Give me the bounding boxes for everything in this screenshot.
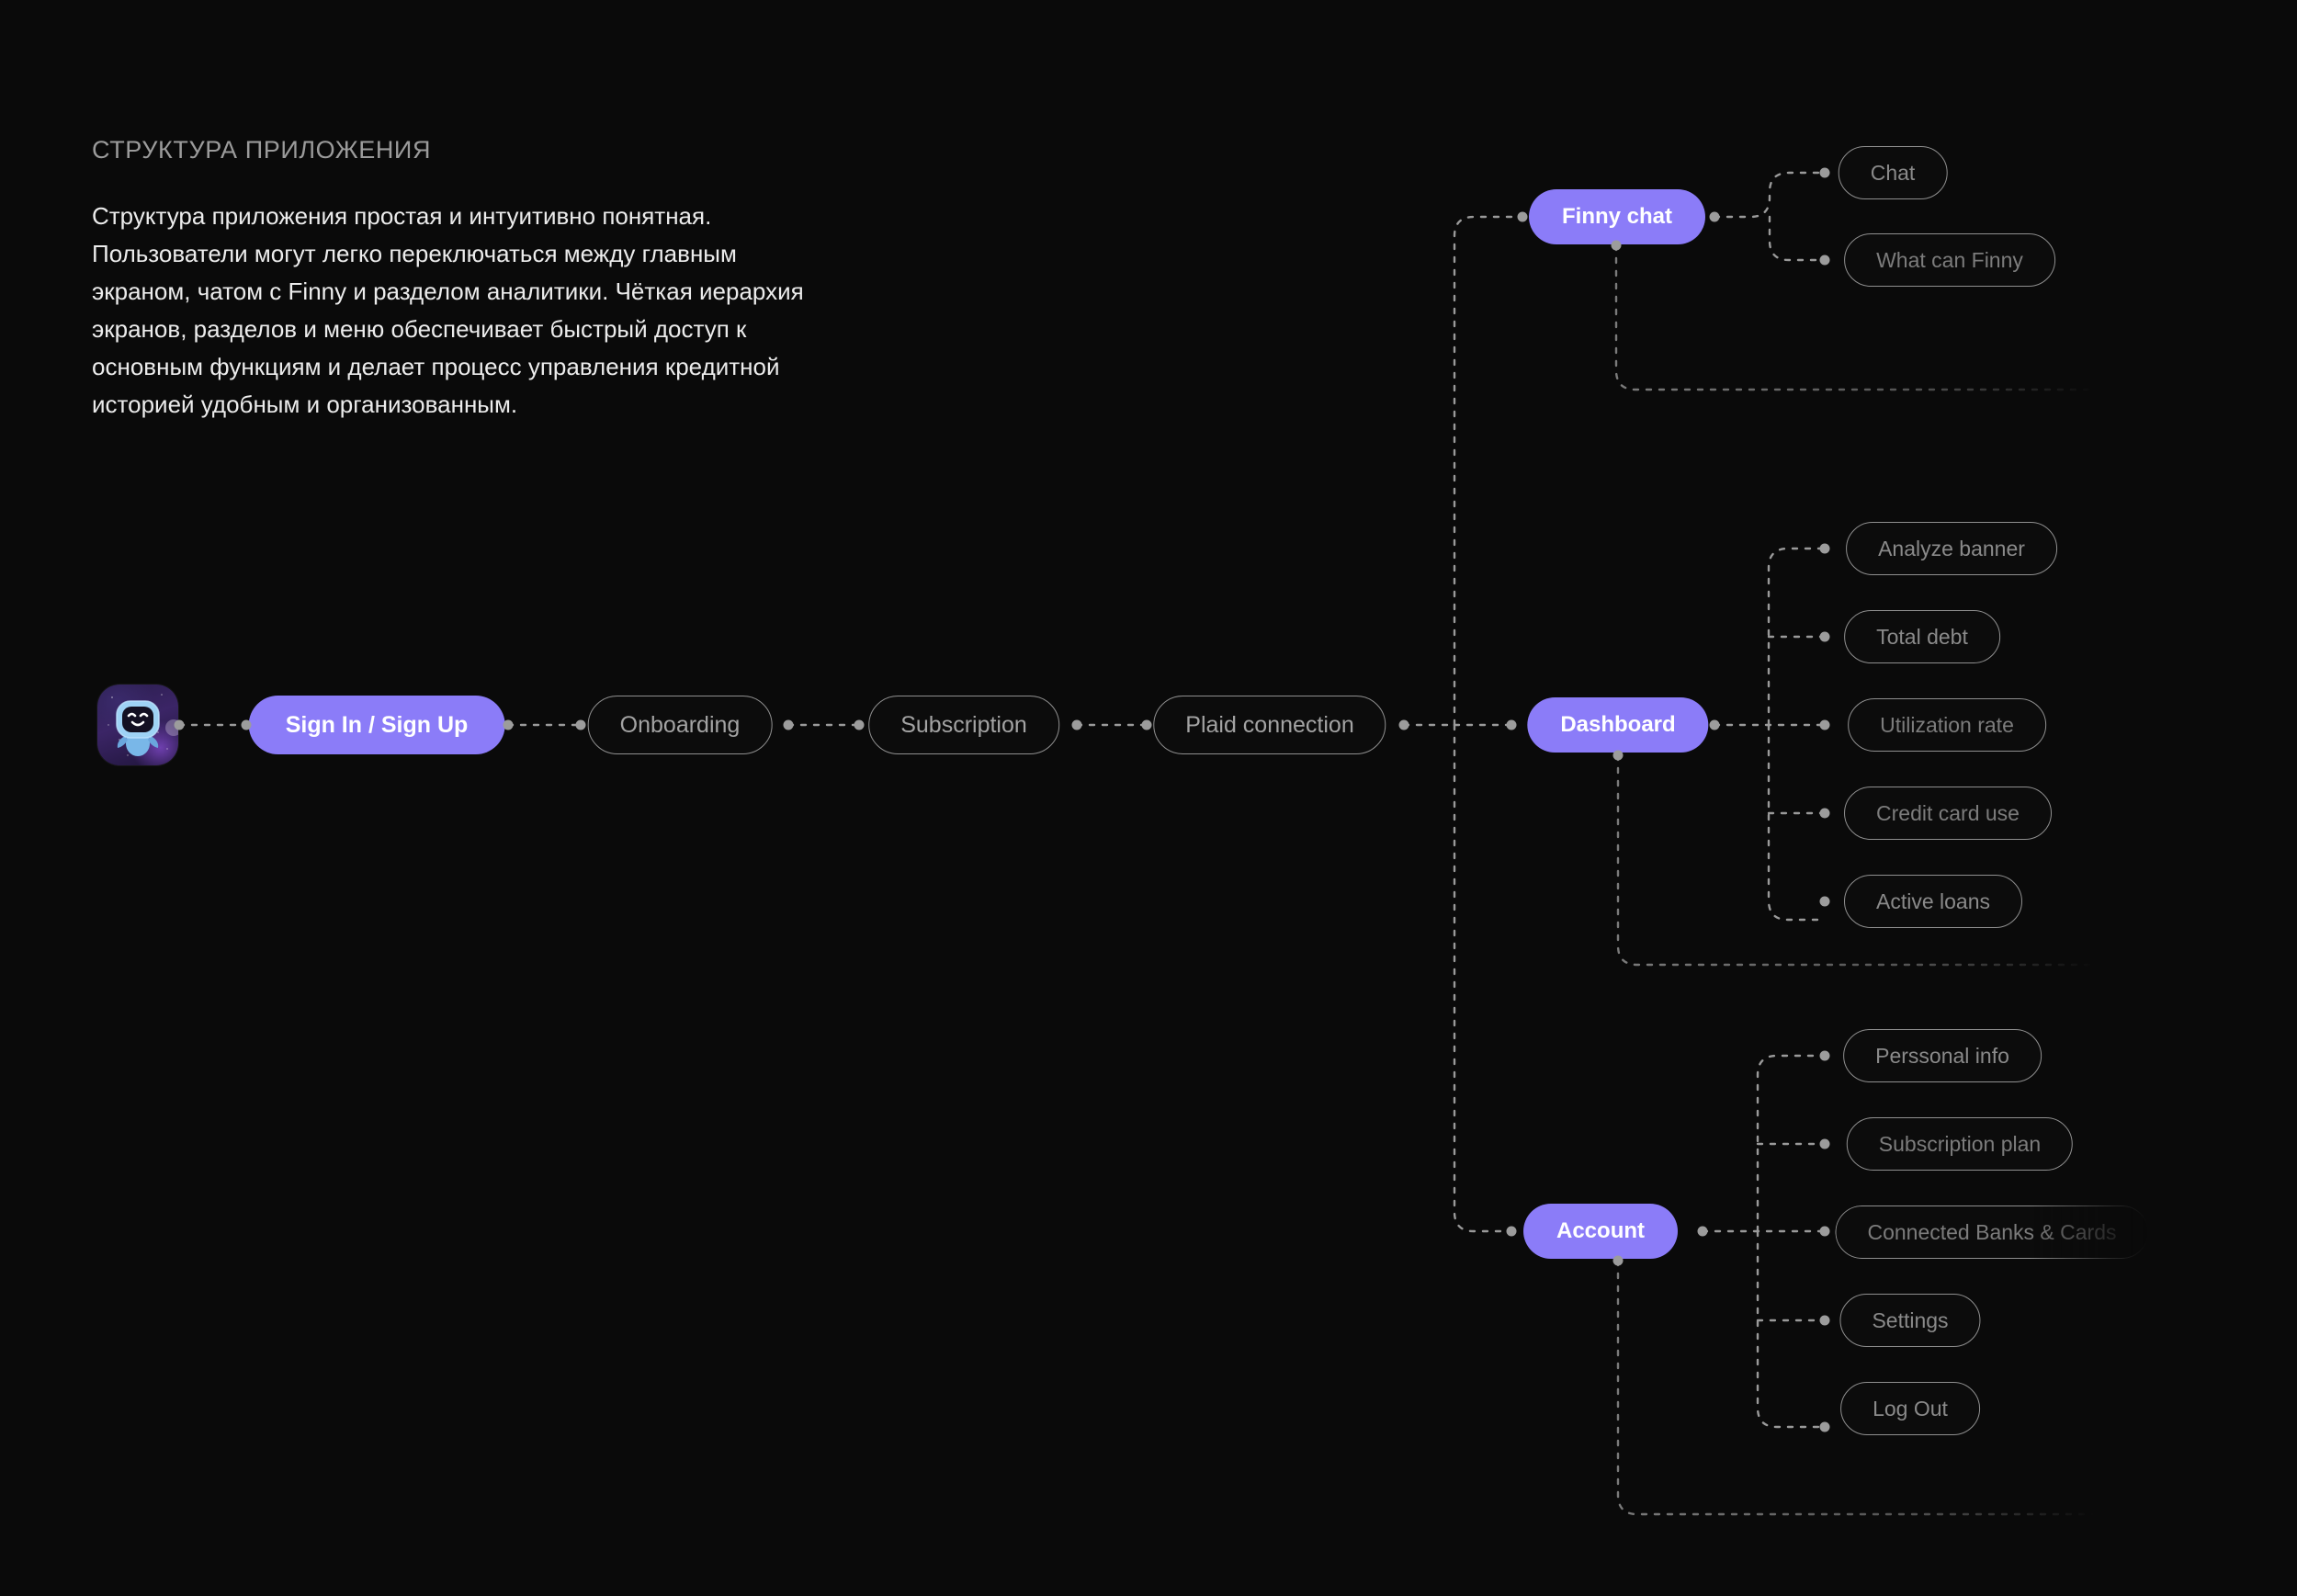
intro-paragraph: Структура приложения простая и интуитивн… xyxy=(92,202,804,418)
connector-dot xyxy=(1819,1138,1830,1149)
connector-dot xyxy=(1612,1255,1624,1266)
page-title: СТРУКТУРА ПРИЛОЖЕНИЯ xyxy=(92,136,432,164)
leaf-node-active-loans[interactable]: Active loans xyxy=(1843,875,2023,928)
connector-dot xyxy=(575,719,586,730)
connector-dot xyxy=(1819,1226,1830,1237)
leaf-node-connected-banks-cards[interactable]: Connected Banks & Cards xyxy=(1835,1205,2149,1259)
wire-dashboard-trunk-up xyxy=(1767,547,1827,727)
connector-dot xyxy=(1506,719,1517,730)
connector-dot xyxy=(1819,808,1830,819)
wire-finny-to-chat xyxy=(1713,171,1827,219)
leaf-node-what-can-finny[interactable]: What can Finny xyxy=(1844,233,2055,287)
leaf-node-perssonal-info[interactable]: Perssonal info xyxy=(1843,1029,2042,1082)
wire-trunk-to-finny xyxy=(1453,215,1524,727)
connector-dot xyxy=(503,719,514,730)
connector-dot xyxy=(1611,240,1622,251)
finny-app-icon[interactable] xyxy=(97,685,178,765)
leaf-node-analyze-banner[interactable]: Analyze banner xyxy=(1846,522,2057,575)
connector-dot xyxy=(1398,719,1409,730)
leaf-node-log-out[interactable]: Log Out xyxy=(1840,1382,1980,1435)
connector-dot xyxy=(1819,1315,1830,1326)
leaf-node-total-debt[interactable]: Total debt xyxy=(1844,610,2000,663)
connector-dot xyxy=(1141,719,1152,730)
connector-dot xyxy=(1819,1050,1830,1061)
connector-dot xyxy=(1612,750,1624,761)
connector-dot xyxy=(1071,719,1082,730)
connector-dot xyxy=(854,719,865,730)
leaf-node-settings[interactable]: Settings xyxy=(1839,1294,1981,1347)
wire-dashboard-trunk-down xyxy=(1767,723,1827,922)
connector-dot xyxy=(1819,896,1830,907)
hub-node-finny-chat[interactable]: Finny chat xyxy=(1528,189,1706,244)
wire-trunk-to-account xyxy=(1453,723,1513,1233)
connector-dot xyxy=(241,719,252,730)
connector-dot xyxy=(1819,167,1830,178)
connector-dot xyxy=(1697,1226,1708,1237)
wire-account-trunk-down xyxy=(1756,1229,1827,1429)
connector-dot xyxy=(1819,543,1830,554)
connector-dot xyxy=(1709,211,1720,222)
connector-dot xyxy=(1819,255,1830,266)
connector-dot xyxy=(1506,1226,1517,1237)
connector-dot xyxy=(1819,1421,1830,1432)
connector-dot xyxy=(1709,719,1720,730)
connector-dot xyxy=(783,719,794,730)
leaf-node-utilization-rate[interactable]: Utilization rate xyxy=(1848,698,2046,752)
leaf-node-chat[interactable]: Chat xyxy=(1838,146,1948,199)
connector-dot xyxy=(174,719,185,730)
connector-dot xyxy=(1819,719,1830,730)
flow-node-subscription[interactable]: Subscription xyxy=(868,696,1059,754)
hub-node-account[interactable]: Account xyxy=(1523,1204,1678,1259)
wire-account-trunk-up xyxy=(1756,1054,1827,1233)
leaf-node-subscription-plan[interactable]: Subscription plan xyxy=(1846,1117,2074,1171)
wire-finny-to-whatcanfinny xyxy=(1768,215,1827,262)
connector-dot xyxy=(1819,631,1830,642)
flow-node-plaid-connection[interactable]: Plaid connection xyxy=(1153,696,1386,754)
intro-block: СТРУКТУРА ПРИЛОЖЕНИЯ Структура приложени… xyxy=(92,136,818,424)
leaf-node-credit-card-use[interactable]: Credit card use xyxy=(1844,787,2052,840)
hub-node-dashboard[interactable]: Dashboard xyxy=(1527,697,1709,753)
connector-dot xyxy=(1517,211,1528,222)
flow-node-sign-in-sign-up[interactable]: Sign In / Sign Up xyxy=(248,696,505,754)
flow-node-onboarding[interactable]: Onboarding xyxy=(587,696,773,754)
